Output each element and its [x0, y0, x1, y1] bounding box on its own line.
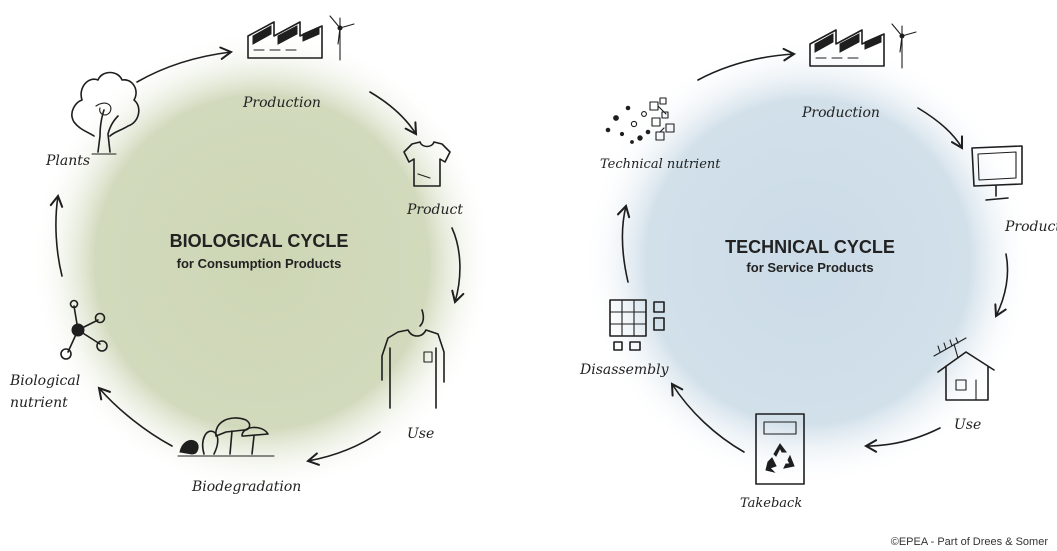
bio-nutrient-label-line2: nutrient: [10, 395, 68, 411]
bio-use-label: Use: [407, 426, 434, 442]
tree-icon: [71, 71, 140, 155]
tech-nutrient-label: Technical nutrient: [600, 157, 721, 172]
biological-cycle: Production Product Use Biodegradation: [9, 15, 494, 495]
person-icon: [381, 309, 445, 409]
biological-cycle-arrows: [49, 46, 465, 466]
technical-cycle: Production Product Use Takeback: [579, 23, 1057, 511]
biological-cycle-background: [30, 30, 494, 494]
tech-cycle-title: TECHNICAL CYCLE: [725, 237, 895, 257]
particles-icon: [605, 97, 675, 144]
tech-production-label: Production: [801, 105, 880, 121]
tech-cycle-subtitle: for Service Products: [746, 260, 873, 275]
technical-cycle-background: [583, 37, 1033, 487]
bio-cycle-title: BIOLOGICAL CYCLE: [170, 231, 349, 251]
technical-cycle-arrows: [616, 47, 1009, 453]
bio-plants-label: Plants: [45, 153, 90, 169]
tech-product-label: Product: [1004, 219, 1057, 235]
bio-nutrient-label-line1: Biological: [9, 373, 80, 389]
credit-text: ©EPEA - Part of Drees & Somer: [891, 536, 1049, 548]
tech-use-label: Use: [954, 417, 981, 433]
monitor-icon: [971, 145, 1023, 201]
factory-icon: [247, 15, 355, 61]
bio-biodegradation-label: Biodegradation: [191, 479, 301, 495]
molecule-icon: [60, 299, 108, 360]
house-icon: [933, 337, 995, 401]
disassembly-icon: [609, 299, 665, 351]
tech-disassembly-label: Disassembly: [579, 362, 670, 378]
factory-icon: [809, 23, 917, 69]
bio-product-label: Product: [406, 202, 463, 218]
mushroom-icon: [177, 417, 275, 457]
bio-cycle-subtitle: for Consumption Products: [177, 256, 342, 271]
tech-takeback-label: Takeback: [740, 496, 802, 511]
tshirt-icon: [403, 141, 451, 187]
recycle-bin-icon: [755, 413, 805, 485]
bio-production-label: Production: [242, 95, 321, 111]
